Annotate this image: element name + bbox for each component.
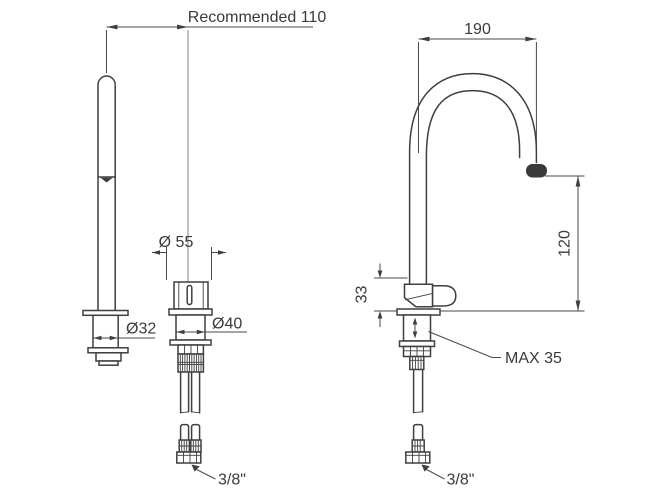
clamp-range-arrow-up-icon bbox=[412, 317, 418, 325]
label-max-35: MAX 35 bbox=[428, 331, 562, 367]
gooseneck-inner bbox=[425, 89, 521, 285]
dim-arrow-icon bbox=[109, 335, 118, 341]
spout-ferrule-hatch bbox=[412, 440, 425, 452]
hose-left-label: 3/8" bbox=[218, 472, 246, 489]
hose-connection-nut bbox=[176, 451, 202, 464]
lever-slot bbox=[186, 284, 193, 306]
dim-arrow-icon bbox=[575, 176, 581, 187]
nut-facet-lines bbox=[184, 345, 198, 354]
supply-hose-lower-right bbox=[190, 423, 201, 441]
spout-body bbox=[403, 283, 434, 308]
spout-threaded-stud bbox=[409, 355, 425, 371]
spout-connection-nut bbox=[405, 451, 431, 464]
dim-arrow-icon bbox=[106, 24, 118, 30]
handle-joint-arrow-icon bbox=[100, 177, 113, 183]
dim-arrow-icon bbox=[377, 311, 383, 319]
handle-base-plate bbox=[87, 347, 129, 354]
spout-nut-facet-lines bbox=[405, 452, 430, 463]
stud-thread-hatch bbox=[409, 356, 424, 370]
label-hose-left: 3/8" bbox=[191, 464, 246, 489]
threaded-shank bbox=[177, 353, 205, 373]
dim-arrow-icon bbox=[218, 250, 226, 255]
dim-arrow-icon bbox=[525, 36, 537, 42]
dim-dia55-label: Ø 55 bbox=[159, 234, 194, 251]
spout-body-nose bbox=[431, 285, 457, 307]
label-hose-right: 3/8" bbox=[421, 464, 475, 489]
dim-arrow-icon bbox=[177, 24, 188, 30]
spout-outlet bbox=[526, 164, 547, 178]
dim-arrow-icon bbox=[377, 270, 383, 278]
gooseneck-outer bbox=[408, 72, 538, 285]
dim-120-label: 120 bbox=[557, 230, 574, 257]
dim-190-label: 190 bbox=[464, 21, 491, 38]
connection-nut-facets bbox=[176, 452, 201, 463]
leader-line bbox=[426, 469, 445, 480]
dim-arrow-icon bbox=[176, 329, 185, 335]
spout-clamp-plate bbox=[398, 340, 436, 348]
dim-33-label: 33 bbox=[354, 286, 371, 304]
valve-body-figure bbox=[168, 281, 213, 464]
extension-lines bbox=[106, 30, 585, 312]
hose-right-label: 3/8" bbox=[447, 472, 475, 489]
body-base-cylinder bbox=[175, 314, 206, 341]
spout-figure bbox=[396, 72, 547, 464]
clamp-range-arrow-down-icon bbox=[412, 331, 418, 339]
thread-hatch bbox=[178, 354, 204, 372]
dim-dia32-label: Ø32 bbox=[126, 321, 156, 338]
handle-base-nut bbox=[95, 352, 122, 362]
dim-arrow-icon bbox=[196, 329, 205, 335]
handle-escutcheon bbox=[92, 314, 119, 349]
dim-recommended-label: Recommended 110 bbox=[188, 9, 327, 26]
spout-deck-flange bbox=[396, 308, 441, 316]
hose-break-end bbox=[413, 411, 423, 414]
spout-nut-facets bbox=[403, 346, 431, 357]
dim-arrow-icon bbox=[152, 250, 160, 255]
supply-hoses-upper bbox=[179, 371, 201, 414]
dim-dia-32: Ø32 bbox=[93, 321, 156, 341]
handle-base-lip bbox=[98, 360, 119, 366]
spout-mounting-shank bbox=[402, 314, 432, 342]
dim-120: 120 bbox=[557, 176, 581, 311]
leader-line bbox=[196, 469, 216, 480]
spout-body-joint-line bbox=[404, 293, 433, 301]
dim-dia-40: Ø40 bbox=[176, 316, 247, 335]
dim-190: 190 bbox=[418, 21, 537, 42]
leader-arrow-icon bbox=[191, 464, 200, 472]
max-35-label: MAX 35 bbox=[505, 350, 562, 367]
handle-lever bbox=[97, 75, 116, 312]
dim-dia40-label: Ø40 bbox=[212, 316, 242, 333]
dim-arrow-icon bbox=[575, 300, 581, 311]
spout-supply-hose-lower bbox=[412, 423, 424, 441]
ferrule-hatch bbox=[179, 440, 201, 452]
dim-recommended-110: Recommended 110 bbox=[106, 9, 327, 30]
supply-hose-lower-left bbox=[179, 423, 190, 441]
dim-dia-55: Ø 55 bbox=[152, 234, 226, 255]
body-deck-flange bbox=[168, 308, 213, 316]
leader-line bbox=[428, 331, 501, 358]
dim-33: 33 bbox=[354, 263, 383, 327]
dim-arrow-icon bbox=[418, 36, 430, 42]
dim-arrow-icon bbox=[93, 335, 102, 341]
handle-figure bbox=[82, 75, 129, 366]
hose-break-ends bbox=[180, 411, 200, 414]
leader-arrow-icon bbox=[421, 464, 430, 472]
spout-supply-hose-upper bbox=[412, 368, 424, 414]
